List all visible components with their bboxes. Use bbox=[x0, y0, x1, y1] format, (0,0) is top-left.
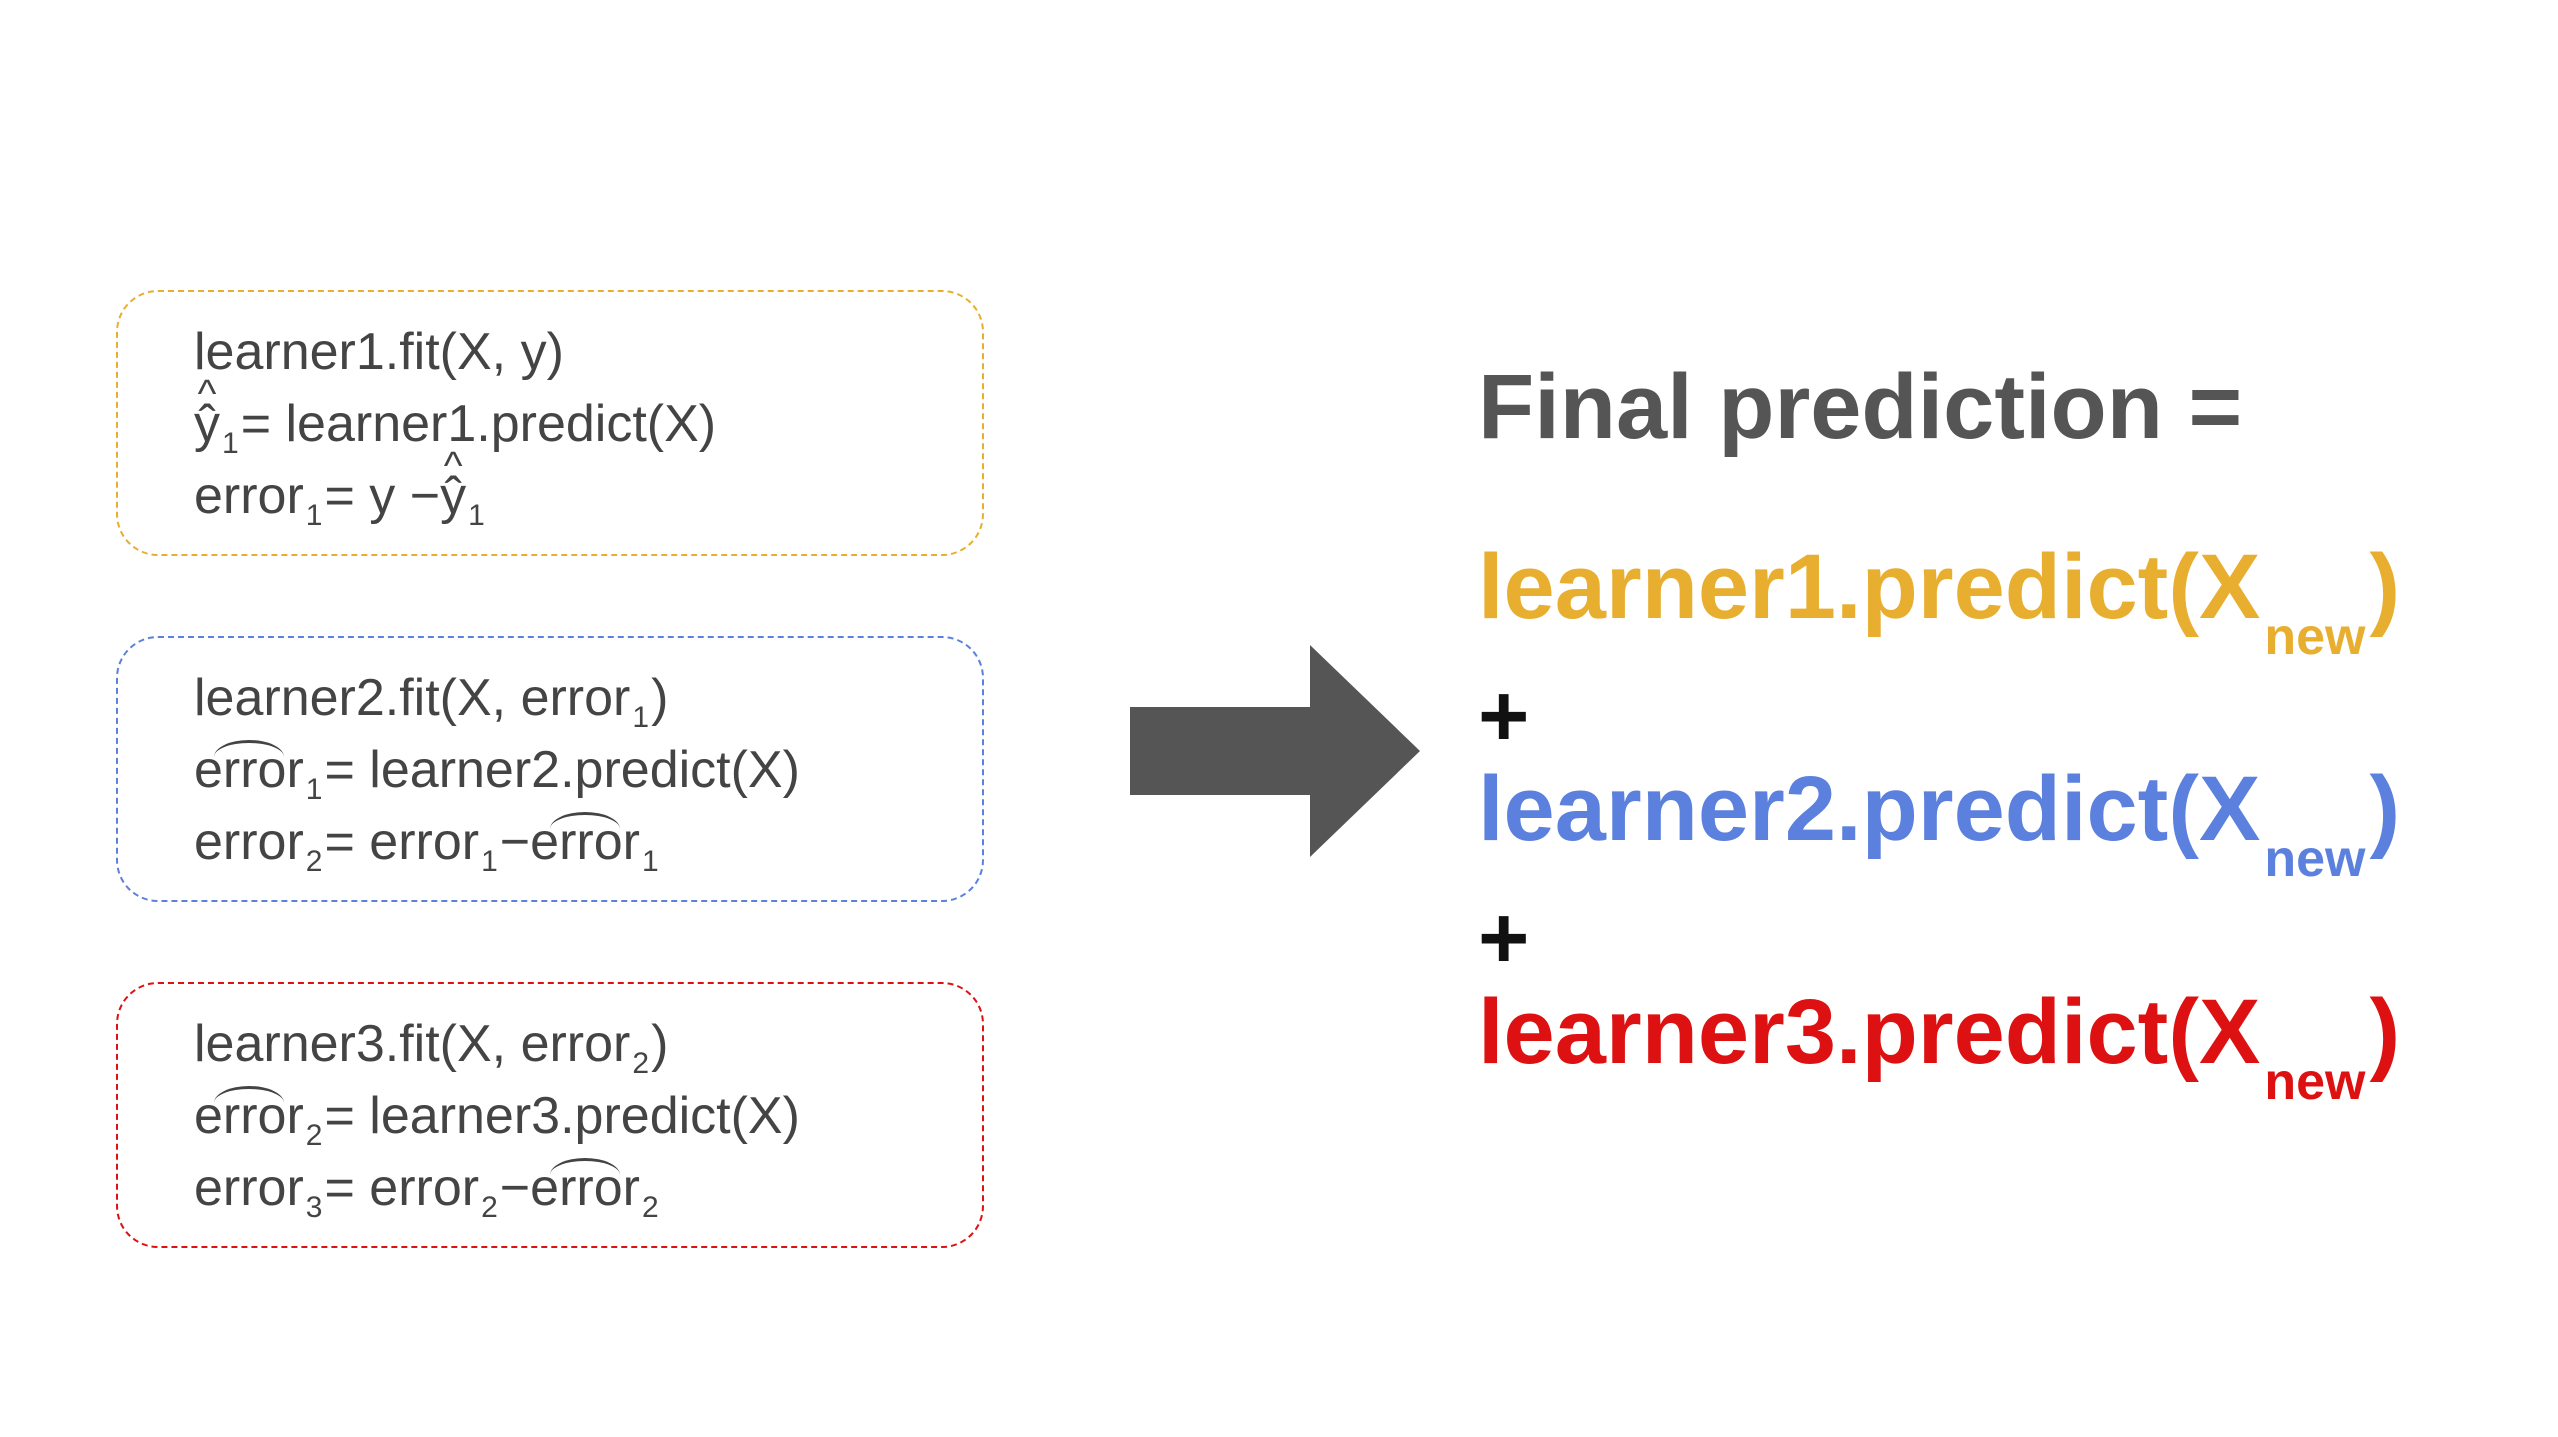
learner2-fit-line: learner2.fit(X, error1) bbox=[194, 669, 669, 734]
term-learner1: learner1.predict(Xnew) bbox=[1478, 536, 2401, 666]
error1-hat-line: error1 = learner2.predict(X) bbox=[194, 734, 800, 806]
final-prediction-heading: Final prediction = bbox=[1478, 356, 2243, 458]
step2-box: learner2.fit(X, error1) error1 = learner… bbox=[116, 636, 984, 902]
step1-box: learner1.fit(X, y) ŷ1 = learner1.predict… bbox=[116, 290, 984, 556]
term-learner2: learner2.predict(Xnew) bbox=[1478, 758, 2401, 888]
error3-line: error3 = error2 − error2 bbox=[194, 1152, 800, 1224]
error1-line: error1 = y − ŷ1 bbox=[194, 460, 716, 532]
error-hat-symbol: error bbox=[194, 1080, 304, 1152]
error-hat-symbol: error bbox=[194, 734, 304, 806]
plus-sign: + bbox=[1478, 666, 1530, 765]
learner1-fit-line: learner1.fit(X, y) bbox=[194, 323, 564, 381]
y-hat-symbol: ŷ bbox=[194, 388, 220, 460]
error2-line: error2 = error1 − error1 bbox=[194, 806, 800, 878]
y-hat1-line: ŷ1 = learner1.predict(X) bbox=[194, 388, 716, 460]
term-learner3: learner3.predict(Xnew) bbox=[1478, 981, 2401, 1111]
learner3-fit-line: learner3.fit(X, error2) bbox=[194, 1015, 669, 1080]
step3-box: learner3.fit(X, error2) error2 = learner… bbox=[116, 982, 984, 1248]
right-arrow-icon bbox=[1130, 645, 1420, 857]
plus-sign: + bbox=[1478, 888, 1530, 987]
error2-hat-line: error2 = learner3.predict(X) bbox=[194, 1080, 800, 1152]
